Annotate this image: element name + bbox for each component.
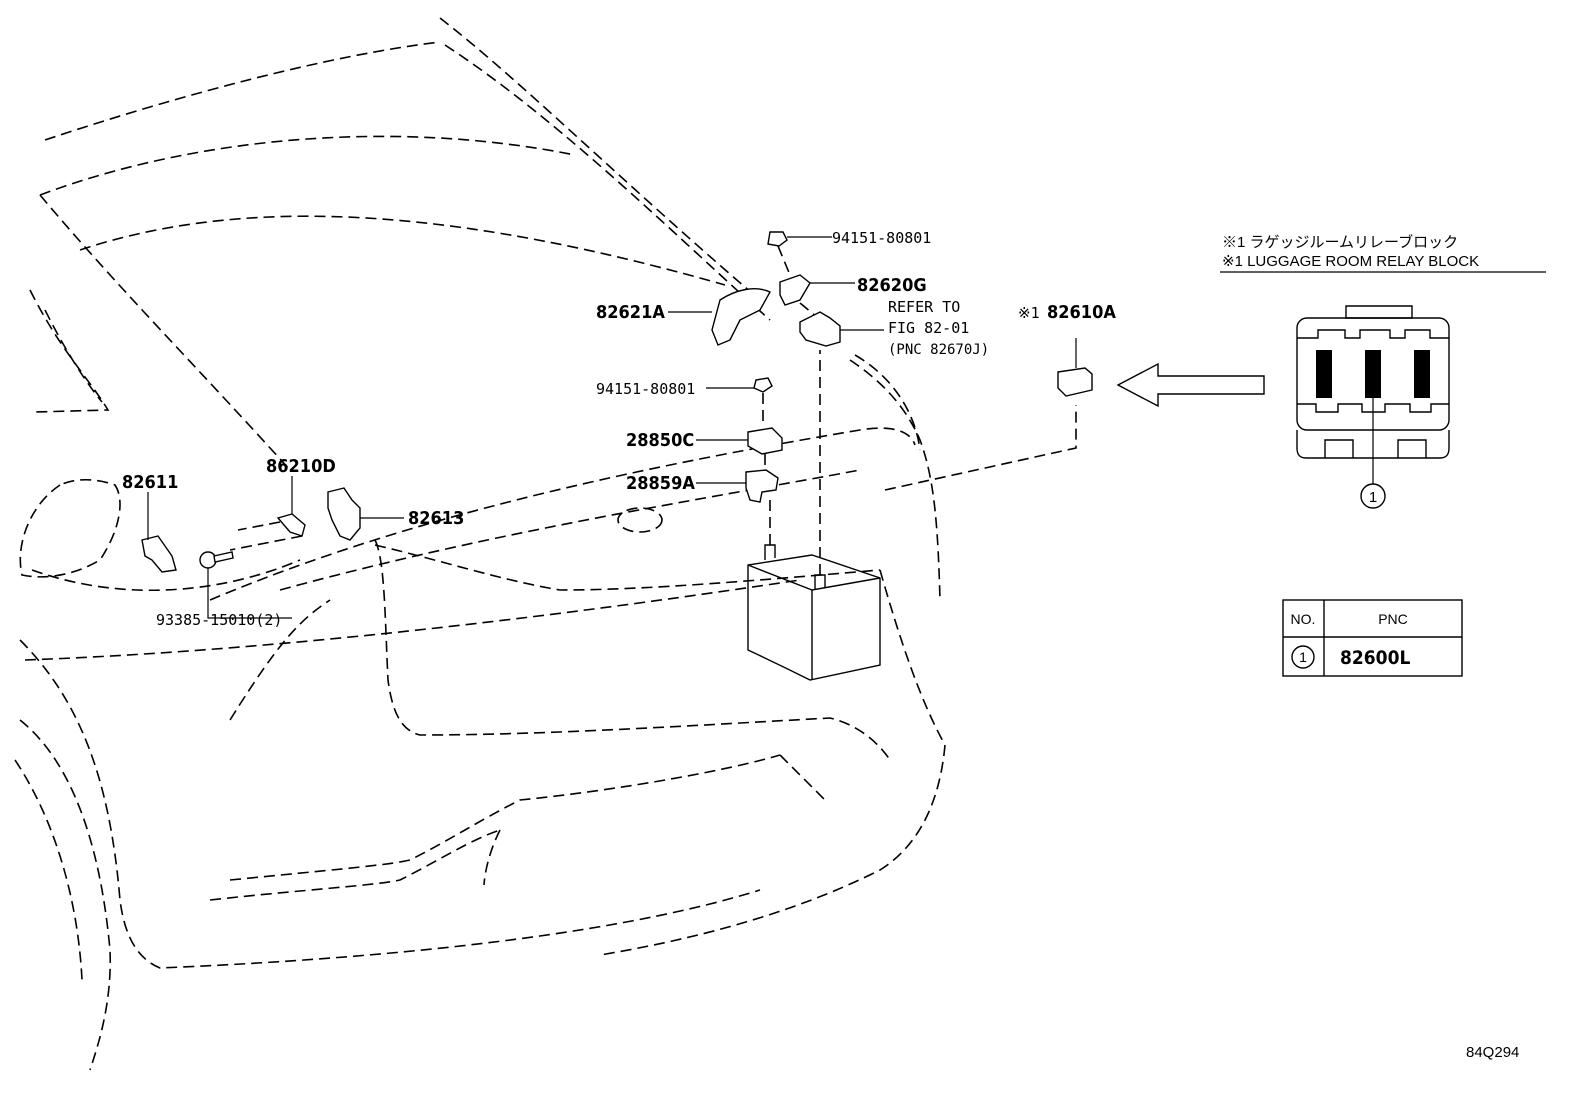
relay-slot-1 (1316, 350, 1332, 398)
relay-block-drawing: 1 (1296, 305, 1450, 509)
legend-en-title: ※1 LUGGAGE ROOM RELAY BLOCK (1222, 253, 1479, 270)
label-86210D: 86210D (266, 456, 336, 477)
label-82621A: 82621A (596, 302, 665, 323)
part-28850C-clip (696, 427, 783, 470)
part-94151-mid-nut (706, 377, 773, 425)
label-82620G: 82620G (857, 275, 927, 296)
part-82620G-bracket (779, 274, 855, 319)
table-header-no: NO. (1291, 611, 1316, 627)
part-28859A-clip (696, 469, 779, 503)
label-82610A-prefix: ※1 (1018, 304, 1040, 322)
callout-number: 1 (1369, 489, 1377, 506)
relay-slot-2 (1365, 350, 1381, 398)
table-row-no-circle (1291, 645, 1315, 669)
label-28859A: 28859A (626, 473, 695, 494)
relay-block-mount (747, 350, 1077, 681)
label-refer-line2: FIG 82-01 (888, 319, 969, 337)
part-labels: 94151-80801 82620G 82621A REFER TO FIG 8… (122, 229, 1116, 629)
legend-jp-title: ※1 ラゲッジルームリレーブロック (1222, 233, 1458, 251)
callout-circle (1360, 483, 1386, 509)
label-82613: 82613 (408, 508, 464, 529)
legend: ※1 ラゲッジルームリレーブロック ※1 LUGGAGE ROOM RELAY … (1116, 233, 1546, 509)
part-82621A-bracket (668, 288, 771, 346)
relay-slot-3 (1414, 350, 1430, 398)
label-refer-line3: (PNC 82670J) (888, 342, 989, 358)
label-94151-mid: 94151-80801 (596, 380, 695, 398)
arrow-icon (1116, 362, 1265, 408)
table-header-pnc: PNC (1378, 611, 1408, 627)
part-86210D-bracket (229, 476, 306, 551)
pnc-table: NO. PNC 1 82600L (1282, 599, 1463, 677)
part-82611-clip (141, 492, 177, 573)
label-82611: 82611 (122, 472, 178, 493)
part-93385-bolt (199, 551, 292, 619)
table-row-pnc: 82600L (1340, 647, 1410, 669)
diagram-code: 84Q294 (1466, 1044, 1519, 1061)
label-refer-line1: REFER TO (888, 298, 960, 316)
label-82610A: 82610A (1047, 302, 1116, 323)
label-94151-top: 94151-80801 (832, 229, 931, 247)
part-82613-connector (327, 487, 404, 541)
part-refer-bracket (799, 311, 884, 347)
table-row-no: 1 (1299, 649, 1307, 665)
part-82610A-relay (1057, 338, 1093, 397)
label-93385: 93385-15010(2) (156, 611, 282, 629)
label-28850C: 28850C (626, 430, 694, 451)
part-94151-top-nut (767, 231, 832, 276)
vehicle-outline (14, 17, 946, 1071)
